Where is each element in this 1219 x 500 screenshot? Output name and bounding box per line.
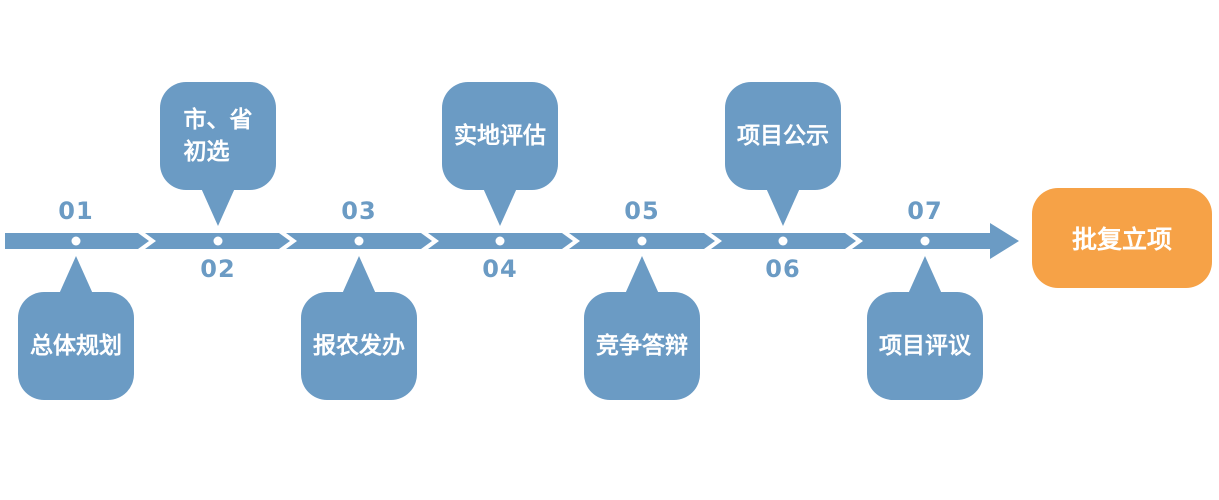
timeline-segment: [711, 233, 856, 249]
timeline-segment: [145, 233, 290, 249]
result-label: 批复立项: [1071, 225, 1172, 254]
callout-tail: [59, 256, 93, 294]
timeline-dot: [637, 236, 647, 246]
step-number-01: 01: [58, 197, 94, 225]
timeline-segment: [5, 233, 149, 249]
timeline-segment: [569, 233, 715, 249]
timeline-segment: [428, 233, 573, 249]
timeline-dot: [920, 236, 930, 246]
callout-tail: [342, 256, 376, 294]
callout-label: 项目评议: [879, 332, 971, 359]
callout-tail: [908, 256, 942, 294]
callout-step-07: 项目评议: [867, 256, 983, 400]
callout-step-06: 项目公示: [725, 82, 841, 226]
callout-step-01: 总体规划: [18, 256, 134, 400]
callout-tail: [766, 188, 800, 226]
callout-label: 竞争答辩: [596, 332, 688, 359]
timeline-dot: [495, 236, 505, 246]
callout-label: 报农发办: [313, 332, 405, 359]
timeline-dot: [778, 236, 788, 246]
callout-step-04: 实地评估: [442, 82, 558, 226]
callout-tail: [625, 256, 659, 294]
timeline-dot: [354, 236, 364, 246]
callout-label: 市、省 初选: [183, 106, 253, 165]
step-number-05: 05: [624, 197, 660, 225]
callout-step-02: 市、省 初选: [160, 82, 276, 226]
callout-step-03: 报农发办: [301, 256, 417, 400]
step-number-03: 03: [341, 197, 377, 225]
callout-tail: [201, 188, 235, 226]
step-number-06: 06: [765, 255, 801, 283]
result-box: 批复立项: [1032, 188, 1212, 288]
step-number-04: 04: [482, 255, 518, 283]
callout-label: 项目公示: [737, 122, 829, 149]
callout-label: 总体规划: [30, 332, 122, 359]
arrowhead: [852, 223, 1019, 259]
timeline-dot: [71, 236, 81, 246]
callout-label: 实地评估: [454, 122, 546, 149]
timeline-segment: [286, 233, 432, 249]
step-number-07: 07: [907, 197, 943, 225]
callout-tail: [483, 188, 517, 226]
callout-step-05: 竞争答辩: [584, 256, 700, 400]
step-number-02: 02: [200, 255, 236, 283]
timeline-dot: [213, 236, 223, 246]
